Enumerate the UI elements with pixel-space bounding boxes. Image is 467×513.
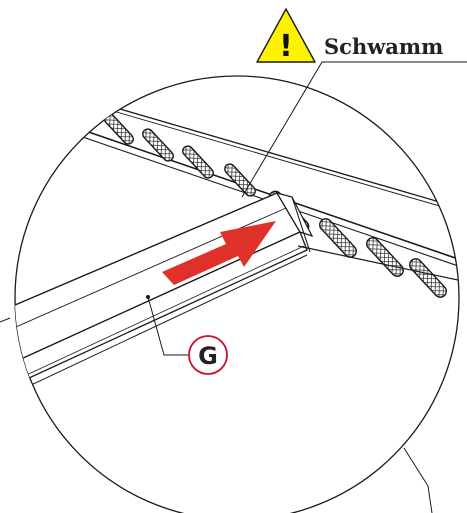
part-g-callout: G bbox=[188, 335, 228, 375]
sponge-leader-line bbox=[241, 61, 467, 198]
sponge-strip bbox=[142, 128, 174, 162]
part-g-letter: G bbox=[198, 342, 218, 370]
warning-triangle-icon: ! bbox=[256, 8, 316, 64]
warning-symbol: ! bbox=[279, 29, 293, 64]
sponge-label: Schwamm bbox=[324, 34, 443, 59]
left-leader-line bbox=[0, 317, 11, 323]
part-g-badge bbox=[188, 335, 228, 375]
leader-lines bbox=[0, 61, 467, 513]
lower-guide bbox=[15, 245, 459, 396]
direction-arrow-shape bbox=[162, 221, 276, 285]
sponge-strip bbox=[319, 218, 357, 258]
magnified-content bbox=[15, 76, 459, 396]
profile-bar bbox=[15, 192, 314, 385]
sponge-strip bbox=[409, 258, 447, 298]
warning-callout: ! Schwamm bbox=[256, 8, 443, 64]
detail-magnifier-circle bbox=[14, 75, 460, 513]
direction-arrow-icon bbox=[162, 221, 276, 285]
sponge-strip bbox=[182, 145, 214, 179]
bottom-leader-line bbox=[403, 447, 433, 513]
part-g-leader-line bbox=[147, 296, 189, 356]
